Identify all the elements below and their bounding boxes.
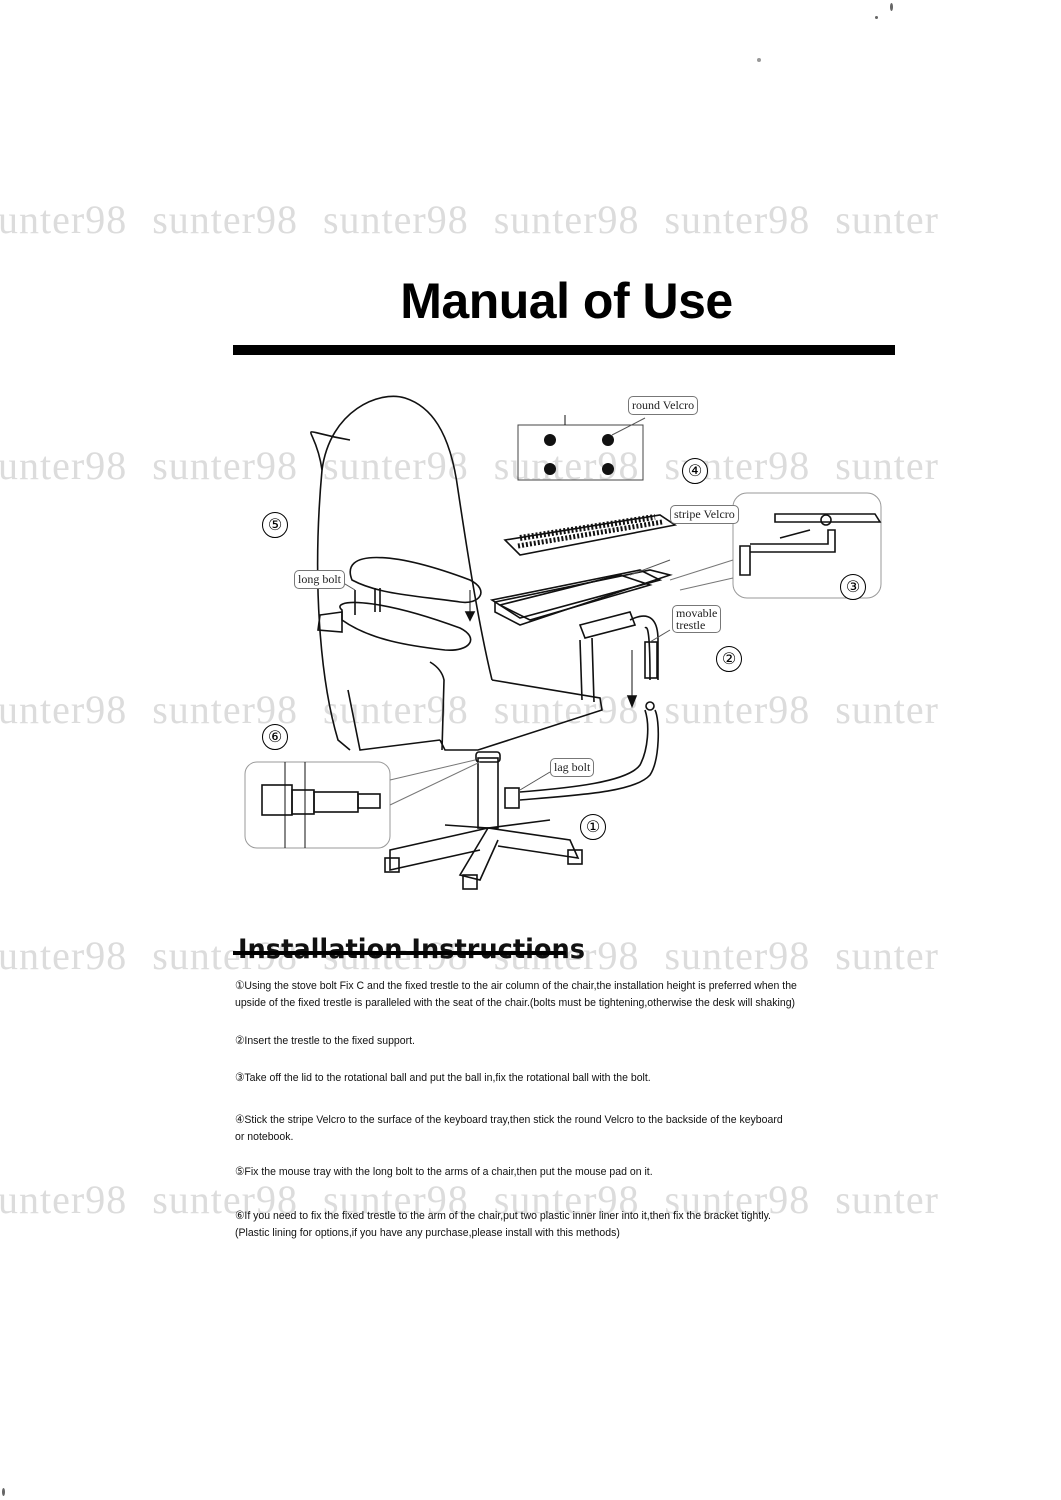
section-title-underline [233, 951, 566, 955]
instruction-step-4: ④Stick the stripe Velcro to the surface … [235, 1114, 783, 1143]
callout-stripe-velcro: stripe Velcro [670, 505, 739, 524]
watermark-row: unter98 sunter98 sunter98 sunter98 sunte… [0, 197, 939, 242]
callout-round-velcro: round Velcro [628, 396, 699, 415]
step-marker-2: ② [716, 646, 742, 672]
scan-speck [875, 16, 878, 19]
step-marker-5: ⑤ [262, 512, 288, 538]
scan-speck [757, 58, 761, 62]
step-marker-6: ⑥ [262, 724, 288, 750]
step-marker-3: ③ [840, 574, 866, 600]
instruction-step-2: ②Insert the trestle to the fixed support… [235, 1035, 415, 1047]
step-marker-1: ① [580, 814, 606, 840]
step-marker-4: ④ [682, 458, 708, 484]
instruction-step-6: ⑥If you need to fix the fixed trestle to… [235, 1210, 771, 1239]
callout-long-bolt: long bolt [294, 570, 346, 589]
chair-assembly-diagram: round Velcro stripe Velcro long bolt mov… [230, 380, 900, 900]
section-title: Installation Instructions [238, 934, 586, 966]
callout-movable-trestle: movable trestle [672, 605, 722, 633]
title-divider [233, 345, 895, 355]
callout-lag-bolt: lag bolt [550, 758, 595, 777]
instruction-step-5: ⑤Fix the mouse tray with the long bolt t… [235, 1166, 653, 1178]
page-title: Manual of Use [400, 272, 733, 329]
instruction-step-1: ①Using the stove bolt Fix C and the fixe… [235, 980, 797, 1009]
scan-speck [890, 3, 893, 11]
instruction-step-3: ③Take off the lid to the rotational ball… [235, 1072, 651, 1084]
scan-speck [2, 1488, 5, 1496]
